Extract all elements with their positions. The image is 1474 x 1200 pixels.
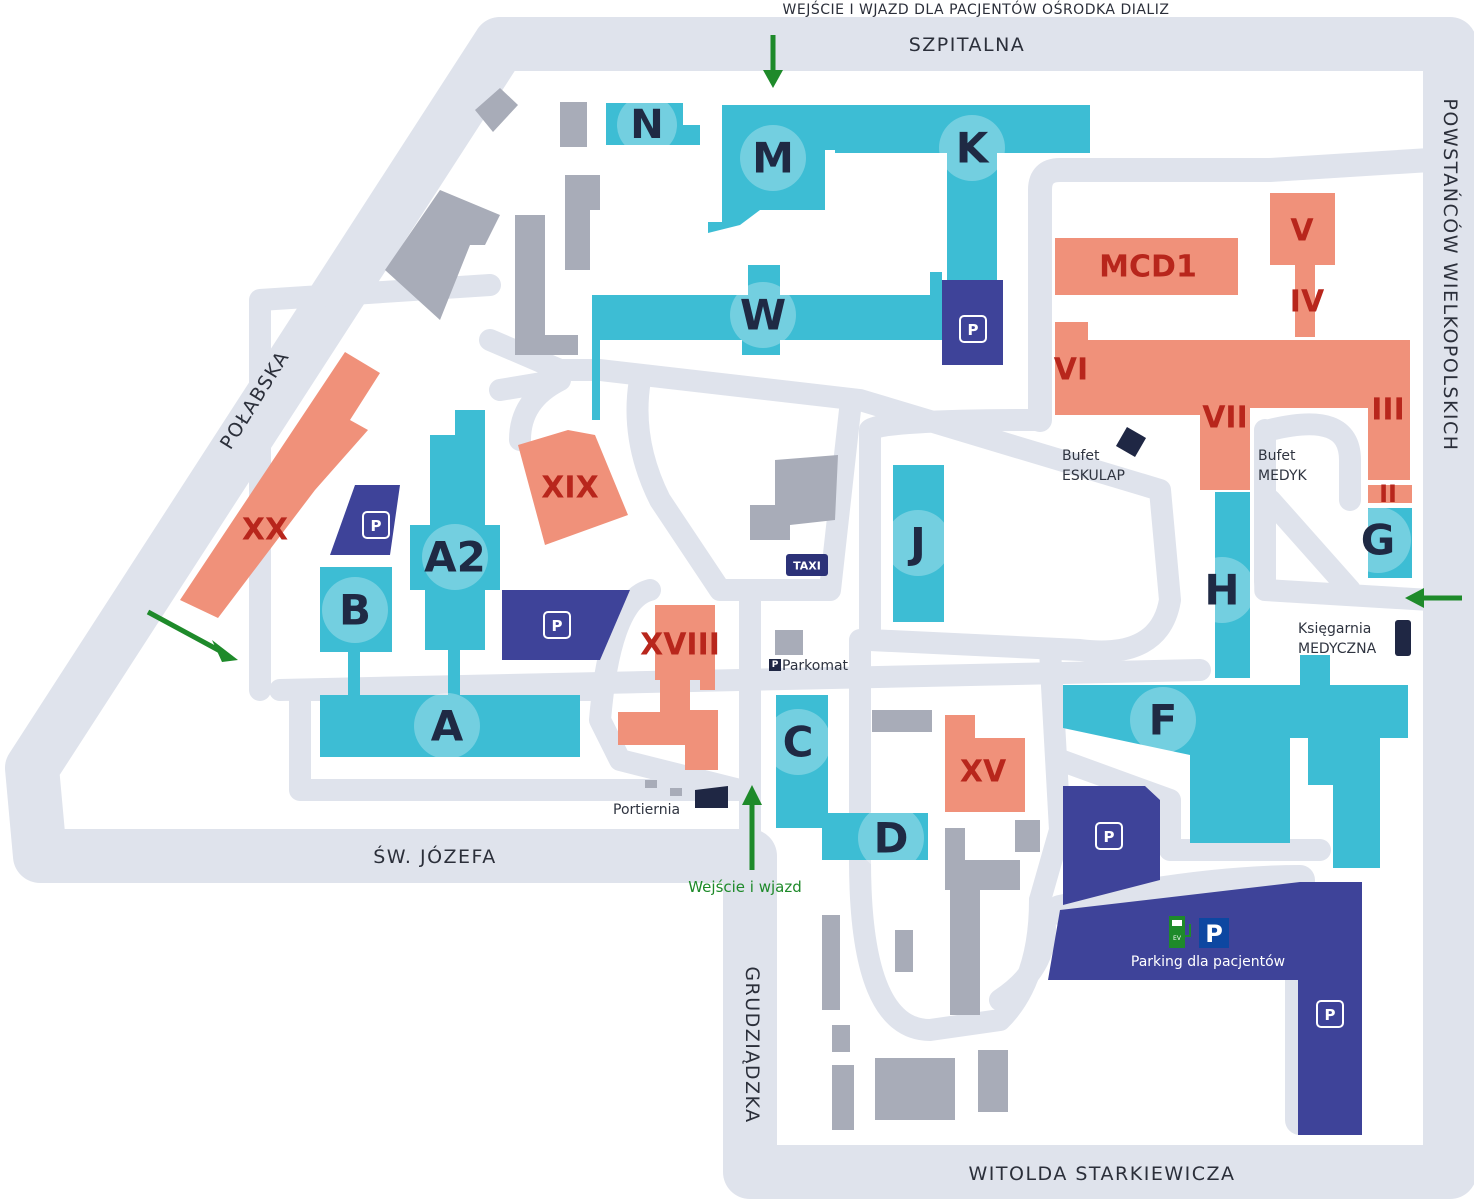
building-b[interactable]: B (339, 586, 371, 635)
roads (5, 17, 1474, 1199)
main-entrance-label: Wejście i wjazd (688, 878, 802, 896)
svg-text:P: P (1205, 920, 1223, 948)
dialysis-entrance-label: WEJŚCIE I WJAZD DLA PACJENTÓW OŚRODKA DI… (783, 0, 1170, 18)
patient-parking[interactable]: EV P Parking dla pacjentów (1131, 916, 1285, 970)
building-xviii[interactable]: XVIII (640, 628, 720, 663)
building-ii[interactable]: II (1379, 480, 1397, 508)
bufet-medyk-label[interactable]: MEDYK (1258, 468, 1307, 484)
ksiegarnia-label[interactable]: MEDYCZNA (1298, 641, 1377, 657)
building-iii[interactable]: III (1371, 393, 1405, 428)
svg-text:P: P (1325, 1006, 1336, 1024)
parking-markers: P P P P P TAXI (362, 315, 1344, 1028)
clinical-buildings (320, 103, 1412, 868)
building-xix[interactable]: XIX (541, 471, 598, 506)
parking-icon: P (959, 315, 987, 343)
building-f[interactable]: F (1149, 696, 1178, 745)
street-grudziadzka: GRUDZIĄDZKA (741, 966, 763, 1123)
ev-charger-icon: EV (1169, 916, 1191, 948)
parkomat-icon (769, 659, 781, 671)
service-buildings (385, 88, 1040, 1130)
building-xx[interactable]: XX (242, 513, 288, 548)
svg-text:P: P (968, 321, 979, 339)
svg-text:P: P (1104, 828, 1115, 846)
other-buildings (180, 193, 1412, 812)
svg-text:Parkomat: Parkomat (782, 658, 849, 674)
building-vi[interactable]: VI (1054, 353, 1088, 388)
building-n[interactable]: N (630, 102, 663, 148)
svg-text:P: P (371, 517, 382, 535)
building-c[interactable]: C (783, 718, 814, 767)
building-d[interactable]: D (874, 814, 909, 863)
parking-icon: P (1095, 822, 1123, 850)
arrow-left-icon (1405, 588, 1462, 608)
bufet-eskulap-label[interactable]: ESKULAP (1062, 468, 1125, 484)
portiernia-label[interactable]: Portiernia (613, 802, 680, 818)
building-h[interactable]: H (1204, 566, 1239, 615)
parking-icon: P (362, 511, 390, 539)
svg-text:EV: EV (1173, 935, 1182, 942)
parking-icon: P (543, 611, 571, 639)
building-mcd1[interactable]: MCD1 (1099, 250, 1197, 285)
parking-areas (330, 280, 1411, 1135)
svg-text:TAXI: TAXI (793, 560, 821, 573)
street-starkiewicza: WITOLDA STARKIEWICZA (969, 1163, 1236, 1185)
other-building-labels: XX XIX XVIII XV MCD1 V IV VI VII III II (242, 214, 1405, 790)
svg-text:P: P (772, 660, 779, 670)
building-k[interactable]: K (956, 124, 990, 173)
building-w[interactable]: W (740, 291, 786, 340)
building-a2[interactable]: A2 (424, 533, 486, 582)
arrow-down-icon (763, 35, 783, 88)
entrance-arrows (146, 35, 1462, 870)
street-sw-jozefa: ŚW. JÓZEFA (373, 844, 497, 868)
bufet-medyk-label[interactable]: Bufet (1258, 448, 1296, 464)
ksiegarnia-label[interactable]: Księgarnia (1298, 621, 1371, 637)
building-vii[interactable]: VII (1202, 401, 1248, 436)
points-of-interest: Bufet ESKULAP Bufet MEDYK Księgarnia MED… (613, 448, 1377, 896)
parking-sign-icon: P (1199, 918, 1229, 948)
parkomat[interactable]: P Parkomat (769, 658, 849, 674)
building-g[interactable]: G (1361, 516, 1395, 565)
arrow-up-icon (742, 785, 762, 870)
label-circles (322, 95, 1411, 871)
building-m[interactable]: M (752, 134, 794, 183)
patient-parking-label: Parking dla pacjentów (1131, 954, 1285, 970)
taxi-sign: TAXI (786, 554, 828, 576)
building-iv[interactable]: IV (1290, 285, 1325, 320)
bufet-eskulap-label[interactable]: Bufet (1062, 448, 1100, 464)
street-szpitalna: SZPITALNA (909, 34, 1026, 56)
parking-icon: P (1316, 1000, 1344, 1028)
building-xv[interactable]: XV (960, 755, 1007, 790)
building-v[interactable]: V (1290, 214, 1314, 249)
building-j[interactable]: J (907, 519, 926, 568)
clinical-building-labels: N M K W A2 B A J C D H G F (339, 102, 1395, 863)
street-powstancow: POWSTAŃCÓW WIELKOPOLSKICH (1439, 98, 1463, 451)
svg-text:P: P (552, 617, 563, 635)
building-a[interactable]: A (431, 702, 464, 751)
arrow-diagonal-icon (146, 609, 238, 662)
